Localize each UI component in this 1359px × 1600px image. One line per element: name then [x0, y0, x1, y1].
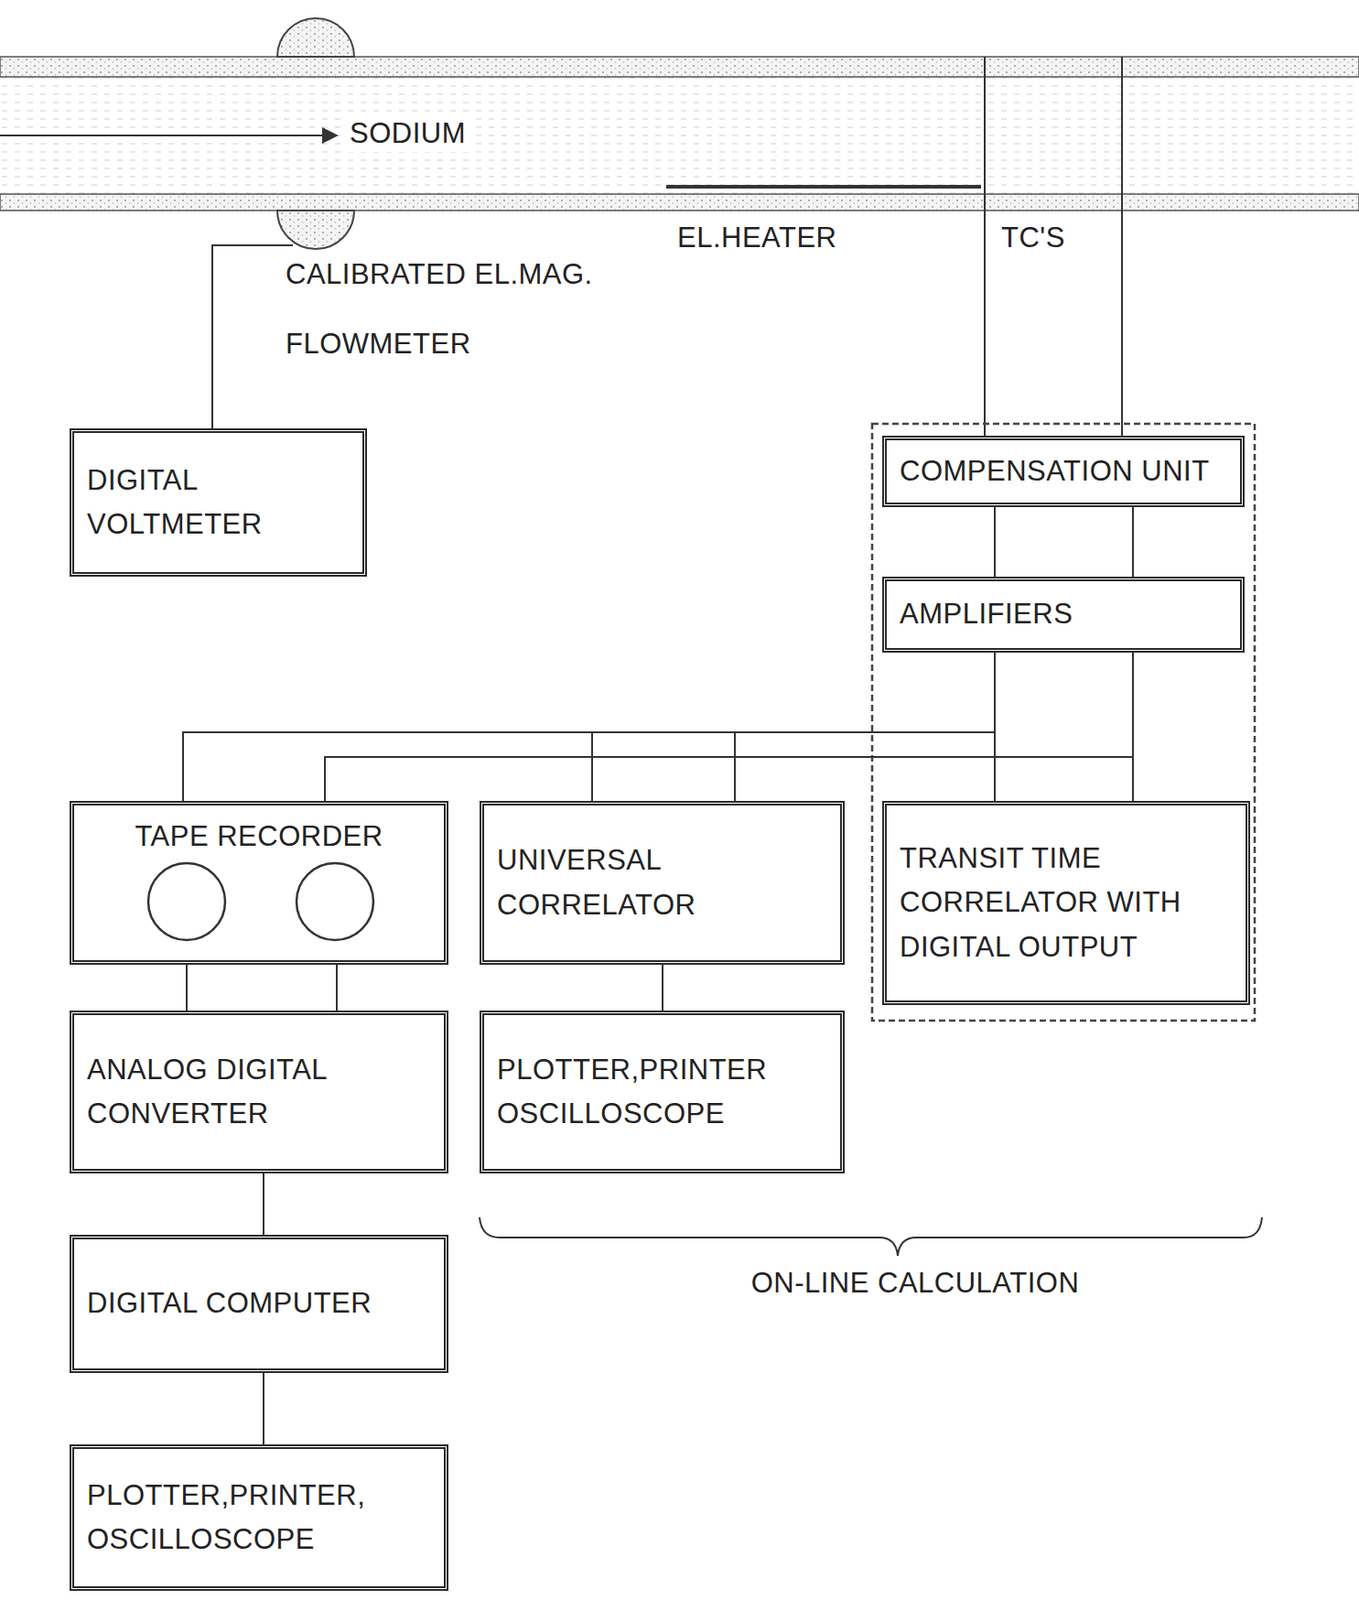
process-box: AMPLIFIERS — [882, 576, 1245, 653]
box-text: PLOTTER,PRINTER OSCILLOSCOPE — [496, 1047, 818, 1136]
heater-element — [666, 184, 982, 189]
thermocouple-wires — [984, 56, 1122, 438]
box-text: ANALOG DIGITAL CONVERTER — [86, 1047, 362, 1136]
box-text: AMPLIFIERS — [899, 592, 1073, 637]
tape-reels — [148, 862, 374, 940]
group-label: ON-LINE CALCULATION — [677, 1264, 1154, 1302]
sodium-pipe — [0, 56, 1359, 211]
signal-line — [186, 964, 337, 1011]
flowmeter-wire — [212, 245, 293, 429]
instrument-box: DIGITAL VOLTMETER — [69, 428, 367, 577]
part-label: TC'S — [1001, 219, 1111, 257]
signal-line — [183, 652, 1133, 801]
box-text: TRANSIT TIME CORRELATOR WITH DIGITAL OUT… — [899, 836, 1233, 969]
part-label: CALIBRATED EL.MAG. FLOWMETER — [285, 239, 670, 379]
recorder-box: TAPE RECORDER — [69, 800, 449, 965]
signal-line — [262, 1173, 265, 1235]
signal-line — [262, 1372, 265, 1445]
output-box: PLOTTER,PRINTER OSCILLOSCOPE — [479, 1010, 845, 1174]
process-box: COMPENSATION UNIT — [882, 435, 1245, 507]
signal-line — [994, 506, 1133, 577]
box-text: TAPE RECORDER — [134, 814, 383, 859]
signal-line — [994, 652, 1133, 801]
box-text: DIGITAL VOLTMETER — [86, 458, 350, 547]
signal-line — [661, 964, 664, 1011]
box-text: PLOTTER,PRINTER, OSCILLOSCOPE — [86, 1473, 408, 1562]
online-unit-enclosure — [872, 423, 1255, 1021]
computer-box: DIGITAL COMPUTER — [69, 1234, 449, 1373]
box-text: COMPENSATION UNIT — [899, 449, 1210, 494]
flow-arrow — [0, 134, 337, 137]
fluid-label: SODIUM — [345, 115, 470, 152]
flowmeter-symbol — [277, 18, 355, 249]
box-text: DIGITAL COMPUTER — [86, 1281, 372, 1326]
box-text: UNIVERSAL CORRELATOR — [496, 838, 745, 927]
part-label: EL.HEATER — [677, 219, 916, 257]
process-box: TRANSIT TIME CORRELATOR WITH DIGITAL OUT… — [882, 800, 1251, 1005]
bracket — [479, 1217, 1262, 1256]
signal-line — [592, 652, 995, 801]
output-box: PLOTTER,PRINTER, OSCILLOSCOPE — [69, 1444, 449, 1591]
process-box: UNIVERSAL CORRELATOR — [479, 800, 845, 965]
process-box: ANALOG DIGITAL CONVERTER — [69, 1010, 449, 1174]
